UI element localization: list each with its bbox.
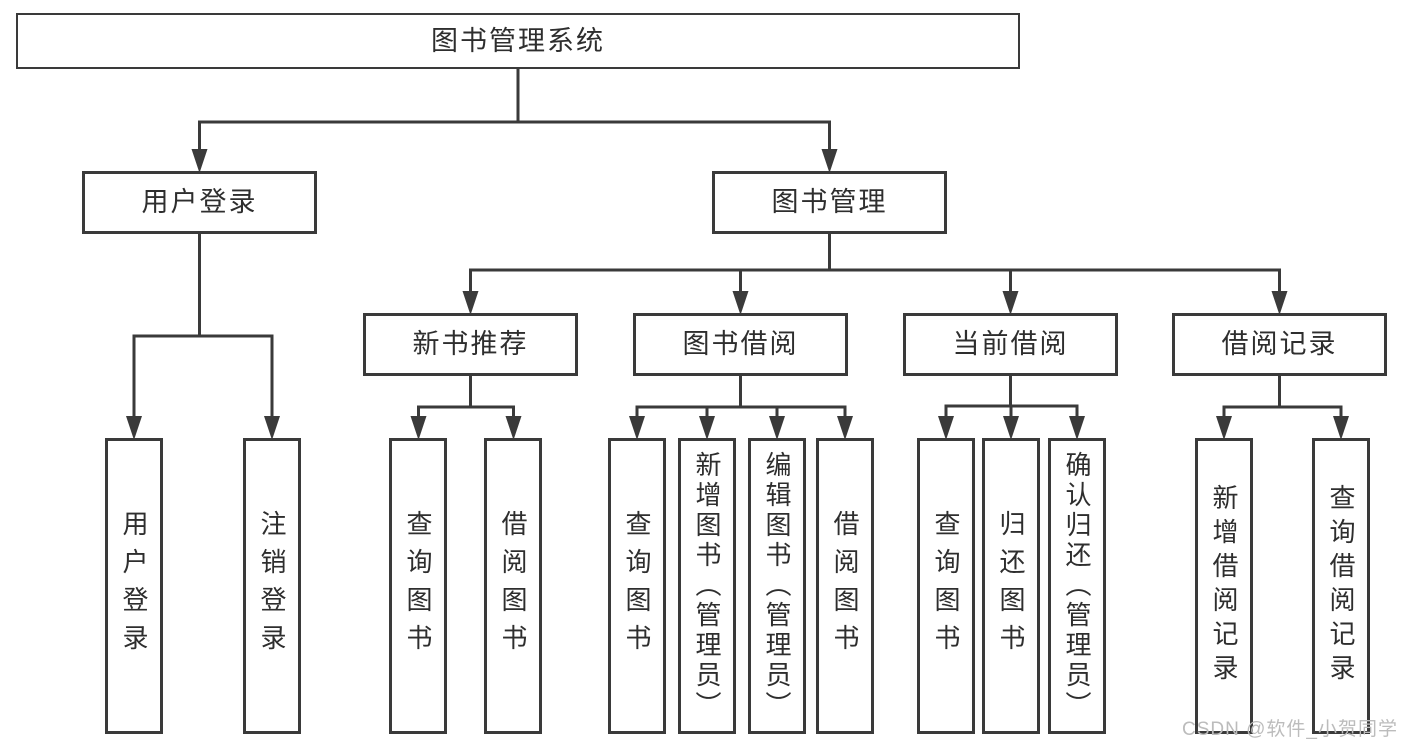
arrowhead-icon (769, 416, 785, 440)
node-label: 归还图书 (996, 510, 1026, 662)
leaf-add-books-admin: 新增图书（管理员） (678, 438, 736, 734)
connector-book-borrow-group (629, 376, 853, 440)
leaf-logout: 注销登录 (243, 438, 301, 734)
node-label: 借阅图书 (830, 510, 860, 662)
connector-book-management-to-level3 (462, 234, 1288, 315)
leaf-return-books: 归还图书 (982, 438, 1040, 734)
csdn-watermark: CSDN @软件_小贺同学 (1182, 719, 1398, 740)
arrowhead-icon (1002, 291, 1019, 315)
node-label: 新书推荐 (412, 329, 529, 359)
node-label: 编辑图书（管理员） (762, 451, 792, 721)
arrowhead-icon (837, 416, 853, 440)
leaf-user-login: 用户登录 (105, 438, 163, 734)
leaf-borrow-books: 借阅图书 (484, 438, 542, 734)
arrowhead-icon (629, 416, 645, 440)
node-label: 确认归还（管理员） (1062, 451, 1092, 721)
arrowhead-icon (821, 149, 838, 173)
arrowhead-icon (938, 416, 954, 440)
node-book-management: 图书管理 (712, 171, 947, 234)
node-label: 图书借阅 (682, 329, 799, 359)
arrowhead-icon (126, 416, 142, 440)
arrowhead-icon (462, 291, 479, 315)
node-borrow-records: 借阅记录 (1172, 313, 1387, 376)
node-label: 借阅记录 (1221, 329, 1338, 359)
connector-line (198, 120, 831, 150)
node-label: 当前借阅 (952, 329, 1069, 359)
node-label: 图书管理系统 (431, 25, 605, 56)
arrowhead-icon (505, 416, 522, 440)
node-label: 借阅图书 (498, 510, 528, 662)
connector-current-borrow-group (938, 376, 1085, 440)
node-label: 新增借阅记录 (1209, 484, 1239, 688)
leaf-borrow-books: 借阅图书 (816, 438, 874, 734)
node-label: 新增图书（管理员） (692, 451, 722, 721)
node-label: 查询图书 (403, 510, 433, 662)
node-label: 查询图书 (622, 510, 652, 662)
connector-line (132, 334, 274, 418)
connector-line (944, 404, 1079, 418)
connector-root-to-level2 (191, 69, 838, 173)
connector-user-login-group (126, 234, 280, 440)
leaf-query-borrow-record: 查询借阅记录 (1312, 438, 1370, 734)
node-book-borrow: 图书借阅 (633, 313, 848, 376)
arrowhead-icon (1216, 416, 1232, 440)
arrowhead-icon (191, 149, 208, 173)
arrowhead-icon (1271, 291, 1288, 315)
leaf-query-books: 查询图书 (389, 438, 447, 734)
connector-new-book-group (410, 376, 522, 440)
arrowhead-icon (699, 416, 715, 440)
node-label: 用户登录 (141, 187, 258, 217)
arrowhead-icon (1069, 416, 1085, 440)
node-user-login: 用户登录 (82, 171, 317, 234)
connector-line (635, 405, 847, 418)
node-current-borrow: 当前借阅 (903, 313, 1118, 376)
arrowhead-icon (1003, 416, 1019, 440)
arrowhead-icon (264, 416, 280, 440)
arrowhead-icon (732, 291, 749, 315)
connector-borrow-records-group (1216, 376, 1349, 440)
leaf-add-borrow-record: 新增借阅记录 (1195, 438, 1253, 734)
leaf-query-books: 查询图书 (917, 438, 975, 734)
arrowhead-icon (410, 416, 427, 440)
leaf-edit-books-admin: 编辑图书（管理员） (748, 438, 806, 734)
node-root-system: 图书管理系统 (16, 13, 1020, 69)
connector-line (417, 405, 515, 418)
arrowhead-icon (1333, 416, 1349, 440)
node-new-book-recommend: 新书推荐 (363, 313, 578, 376)
leaf-confirm-return-admin: 确认归还（管理员） (1048, 438, 1106, 734)
leaf-query-books: 查询图书 (608, 438, 666, 734)
connector-line (1222, 405, 1343, 418)
node-label: 图书管理 (771, 187, 888, 217)
node-label: 查询图书 (931, 510, 961, 662)
node-label: 注销登录 (257, 510, 287, 662)
node-label: 查询借阅记录 (1326, 484, 1356, 688)
node-label: 用户登录 (119, 510, 149, 662)
connector-line (469, 268, 1281, 292)
